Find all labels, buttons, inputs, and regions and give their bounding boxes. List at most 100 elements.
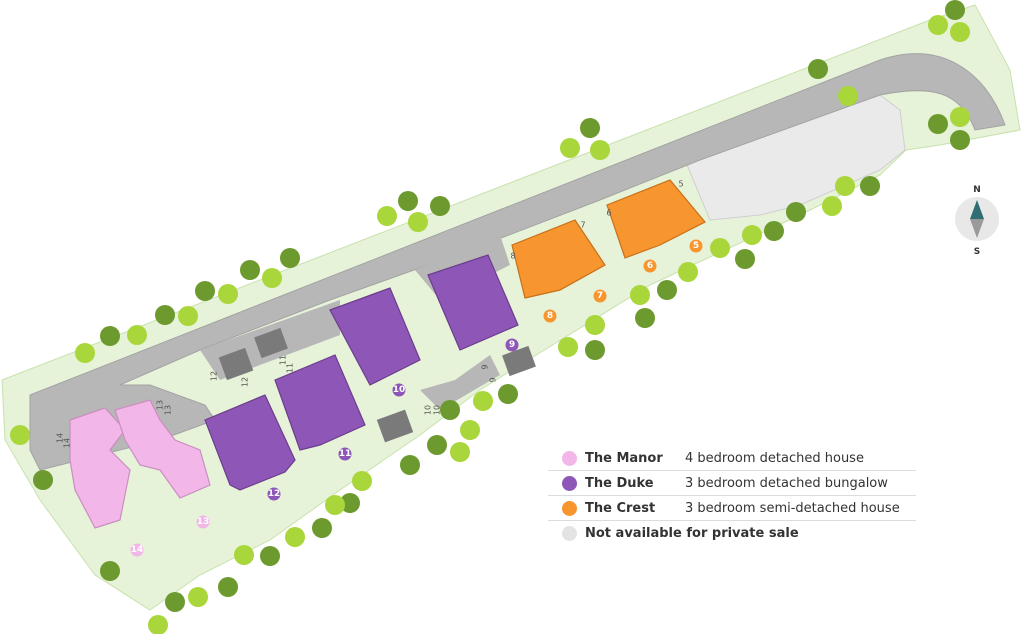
plot-14-house[interactable]: [69, 407, 131, 529]
plot-12-label: 12: [268, 489, 281, 499]
legend-name: The Crest: [585, 500, 656, 516]
legend-name: The Duke: [585, 475, 654, 491]
tree-icon: [860, 176, 880, 196]
garage-pair-12-dark: [218, 347, 254, 381]
tree-icon: [735, 249, 755, 269]
tree-icon: [285, 527, 305, 547]
tree-icon: [710, 238, 730, 258]
compass-north-label: N: [973, 185, 981, 195]
plot-13-marker[interactable]: 13: [196, 515, 210, 529]
tree-icon: [188, 587, 208, 607]
tree-icon: [165, 592, 185, 612]
tree-icon: [352, 471, 372, 491]
tree-icon: [100, 326, 120, 346]
tree-icon: [835, 176, 855, 196]
tree-icon: [945, 0, 965, 20]
compass: N S: [955, 185, 999, 257]
tree-icon: [408, 212, 428, 232]
plot-7-label: 7: [597, 291, 603, 301]
compass-south-label: S: [974, 247, 980, 257]
tree-icon: [377, 206, 397, 226]
garage-label-10a: 10: [424, 405, 433, 415]
legend-dot-manor: [562, 450, 577, 466]
tree-icon: [450, 442, 470, 462]
plot-13-house[interactable]: [114, 399, 211, 499]
tree-icon: [558, 337, 578, 357]
plot-10-marker[interactable]: 10: [392, 383, 406, 397]
plot-10-house[interactable]: [329, 287, 421, 386]
plot-6-marker[interactable]: 6: [643, 259, 657, 273]
tree-icon: [218, 577, 238, 597]
tree-icon: [262, 268, 282, 288]
plot-11-label: 11: [339, 449, 352, 459]
map-legend: The Manor 4 bedroom detached house The D…: [548, 446, 916, 545]
tree-icon: [950, 22, 970, 42]
legend-description: 3 bedroom detached bungalow: [685, 475, 888, 491]
garage-label-12b: 12: [241, 377, 250, 387]
garage-label-5: 5: [678, 180, 683, 189]
garage-label-13b: 13: [164, 405, 173, 415]
tree-icon: [195, 281, 215, 301]
plot-9-marker[interactable]: 9: [505, 338, 519, 352]
plot-11-house[interactable]: [274, 354, 366, 451]
garage-pair-11-dark: [254, 327, 288, 359]
tree-icon: [590, 140, 610, 160]
tree-icon: [260, 546, 280, 566]
unavailable-area: [684, 94, 906, 221]
garage-pair-10-dark: [376, 409, 414, 443]
tree-icon: [635, 308, 655, 328]
plot-8-7-house[interactable]: [511, 219, 606, 299]
tree-icon: [580, 118, 600, 138]
tree-icon: [178, 306, 198, 326]
tree-icon: [742, 225, 762, 245]
garage-pair-9-dark: [502, 345, 536, 377]
garage-label-7: 7: [580, 221, 585, 230]
plot-9-label: 9: [509, 340, 515, 350]
legend-row-unavailable: Not available for private sale: [548, 521, 916, 545]
garage-label-12a: 12: [210, 371, 219, 381]
plot-9-house[interactable]: [427, 254, 519, 351]
tree-icon: [400, 455, 420, 475]
legend-dot-unavailable: [562, 525, 577, 541]
legend-dot-crest: [562, 500, 577, 516]
plot-11-marker[interactable]: 11: [338, 447, 352, 461]
tree-icon: [155, 305, 175, 325]
plot-10-label: 10: [393, 385, 406, 395]
garage-label-13a: 13: [156, 400, 165, 410]
tree-icon: [148, 615, 168, 634]
tree-icon: [427, 435, 447, 455]
tree-icon: [430, 196, 450, 216]
plot-14-marker[interactable]: 14: [130, 543, 144, 557]
plot-14-label: 14: [131, 545, 144, 555]
garage-label-11b: 11: [286, 363, 295, 373]
compass-north-arrow-icon: [970, 200, 984, 219]
plot-5-label: 5: [693, 241, 699, 251]
tree-icon: [928, 15, 948, 35]
garage-label-10b: 10: [433, 405, 442, 415]
plot-8-marker[interactable]: 8: [543, 309, 557, 323]
tree-icon: [75, 343, 95, 363]
legend-dot-duke: [562, 475, 577, 491]
tree-icon: [585, 315, 605, 335]
plot-13-label: 13: [197, 517, 210, 527]
legend-description: 4 bedroom detached house: [685, 450, 864, 466]
tree-icon: [312, 518, 332, 538]
plot-5-marker[interactable]: 5: [689, 239, 703, 253]
tree-icon: [127, 325, 147, 345]
plot-8-label: 8: [547, 311, 553, 321]
tree-icon: [218, 284, 238, 304]
garage-label-11a: 11: [279, 355, 288, 365]
garage-label-8: 8: [510, 252, 515, 261]
garage-label-9b: 9: [489, 377, 498, 382]
tree-icon: [822, 196, 842, 216]
plot-12-marker[interactable]: 12: [267, 487, 281, 501]
tree-icon: [325, 495, 345, 515]
tree-icon: [585, 340, 605, 360]
plot-12-house[interactable]: [204, 394, 296, 491]
tree-icon: [440, 400, 460, 420]
plot-7-marker[interactable]: 7: [593, 289, 607, 303]
tree-icon: [838, 86, 858, 106]
plot-6-5-house[interactable]: [606, 179, 706, 259]
tree-icon: [473, 391, 493, 411]
